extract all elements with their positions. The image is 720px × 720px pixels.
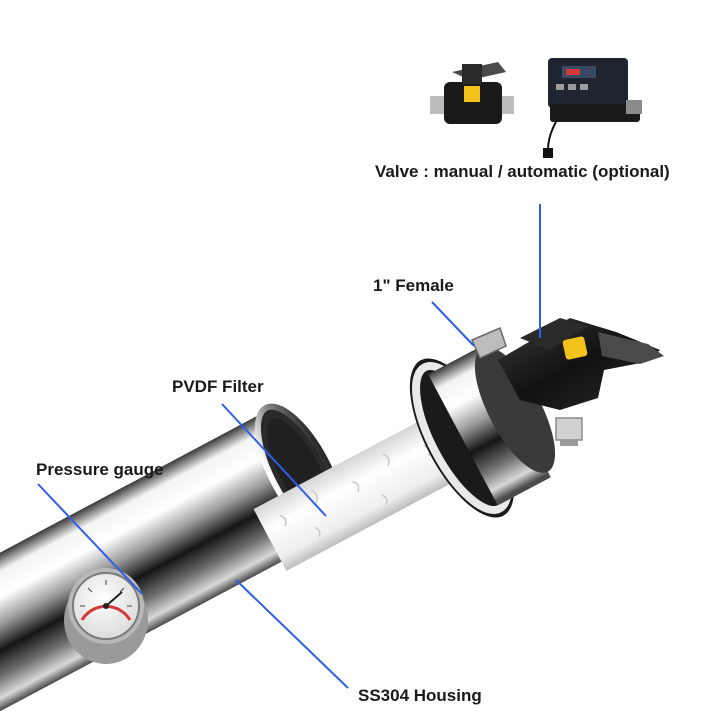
- pvdf-leader-line: [221, 403, 327, 517]
- pressure-gauge-label: Pressure gauge: [36, 460, 164, 479]
- pvdf-filter-label: PVDF Filter: [172, 377, 264, 396]
- automatic-valve-inset: [543, 58, 642, 158]
- female-leader-line: [431, 301, 475, 347]
- gauge-leader-line: [37, 483, 143, 595]
- housing-leader-line: [235, 579, 349, 689]
- top-flange: [409, 346, 556, 518]
- manual-valve-inset: [430, 62, 514, 124]
- female-port: [471, 326, 507, 359]
- female-port-label: 1" Female: [373, 276, 454, 295]
- valve-badge-icon: [562, 336, 588, 360]
- pressure-gauge: [64, 568, 148, 664]
- valve-label: Valve : manual / automatic (optional): [375, 162, 670, 181]
- housing-label: SS304 Housing: [358, 686, 482, 705]
- valve-head: [498, 318, 664, 446]
